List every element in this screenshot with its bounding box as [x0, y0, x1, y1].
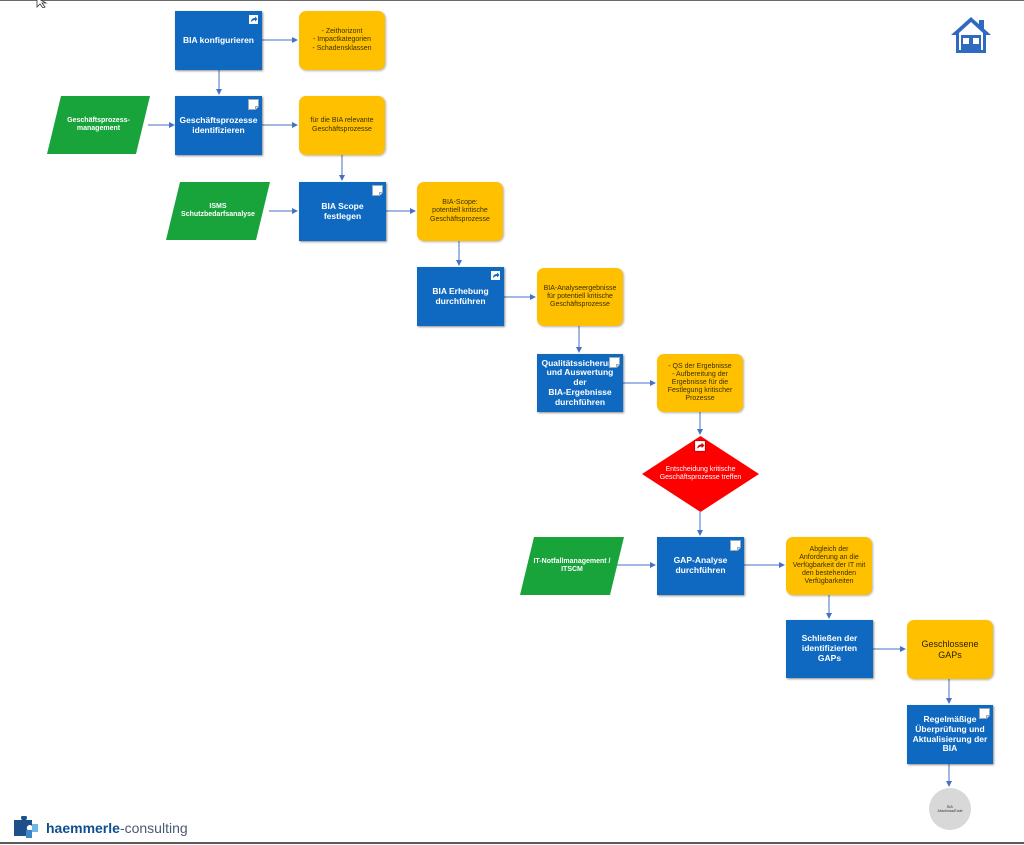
window-top-border — [0, 0, 1024, 1]
process-qualitaetssicherung[interactable]: Qualitätssicherung und Auswertung der BI… — [537, 354, 623, 412]
process-bia-erhebung-durchfuehren[interactable]: BIA Erhebung durchführen — [417, 267, 504, 326]
company-logo: haemmerle-consulting — [12, 815, 188, 841]
process-bia-konfigurieren[interactable]: BIA konfigurieren — [175, 11, 262, 70]
note-qs-ergebnisse: - QS der Ergebnisse - Aufbereitung der E… — [657, 354, 743, 412]
link-arrow-icon[interactable] — [248, 14, 259, 25]
note-bia-analyseergebnisse: BIA-Analyseergebnisse für potentiell kri… — [537, 268, 623, 326]
process-regelmaessige-ueberpruefung[interactable]: Regelmäßige Überprüfung und Aktualisieru… — [907, 705, 993, 764]
process-label: BIA Erhebung durchführen — [432, 285, 489, 306]
external-geschaeftsprozessmanagement[interactable]: Geschäftsprozess- management — [47, 96, 150, 154]
note-geschlossene-gaps: Geschlossene GAPs — [907, 620, 993, 679]
process-label: Qualitätssicherung und Auswertung der BI… — [541, 357, 619, 407]
note-relevante-geschaeftsprozesse: für die BIA relevante Geschäftsprozesse — [299, 96, 385, 155]
note-label: Geschlossene GAPs — [921, 639, 979, 660]
decision-kritische-geschaeftsprozesse[interactable]: Entscheidung kritische Geschäftsprozesse… — [642, 436, 759, 512]
note-label: für die BIA relevante Geschäftsprozesse — [310, 117, 374, 133]
process-geschaeftsprozesse-identifizieren[interactable]: Geschäftsprozesse identifizieren — [175, 96, 262, 155]
external-label: Geschäftsprozess- management — [67, 116, 130, 132]
document-icon[interactable] — [372, 185, 383, 196]
logo-suffix: -consulting — [119, 820, 188, 836]
puzzle-logo-icon — [14, 816, 38, 838]
end-event-label: BIA Abschluss/Ende — [937, 804, 963, 813]
note-label: - QS der Ergebnisse - Aufbereitung der E… — [667, 362, 733, 403]
logo-brand: haemmerle — [46, 820, 120, 836]
note-bia-scope: BIA-Scope: potentiell kritische Geschäft… — [417, 182, 503, 241]
process-label: BIA Scope festlegen — [321, 200, 364, 221]
process-label: Geschäftsprozesse identifizieren — [179, 114, 258, 135]
external-label: ISMS Schutzbedarfsanalyse — [181, 202, 255, 218]
logo-wordmark: haemmerle-consulting — [46, 820, 188, 836]
note-zeithorizont: - Zeithorizont - Impactkategorien - Scha… — [299, 11, 385, 70]
note-abgleich-verfuegbarkeit: Abgleich der Anforderung an die Verfügba… — [786, 537, 872, 595]
document-icon[interactable] — [248, 99, 259, 110]
parallelogram-shape — [520, 537, 624, 595]
decision-label: Entscheidung kritische Geschäftsprozesse… — [659, 465, 742, 481]
process-gap-analyse[interactable]: GAP-Analyse durchführen — [657, 537, 744, 595]
note-label: BIA-Scope: potentiell kritische Geschäft… — [430, 199, 490, 223]
link-arrow-icon[interactable] — [694, 440, 706, 452]
document-icon[interactable] — [730, 540, 741, 551]
mouse-cursor-icon — [36, 0, 48, 8]
process-label: BIA konfigurieren — [183, 34, 254, 45]
process-label: Schließen der identifizierten GAPs — [801, 633, 858, 663]
process-bia-scope-festlegen[interactable]: BIA Scope festlegen — [299, 182, 386, 241]
end-event[interactable]: BIA Abschluss/Ende — [929, 788, 971, 830]
home-icon[interactable] — [949, 15, 993, 55]
window-bottom-border — [0, 842, 1024, 844]
document-icon[interactable] — [609, 357, 620, 368]
note-label: - Zeithorizont - Impactkategorien - Scha… — [312, 28, 372, 52]
parallelogram-shape — [47, 96, 150, 154]
link-arrow-icon[interactable] — [490, 270, 501, 281]
external-isms-schutzbedarfsanalyse[interactable]: ISMS Schutzbedarfsanalyse — [166, 182, 270, 240]
process-label: Regelmäßige Überprüfung und Aktualisieru… — [912, 713, 988, 754]
external-it-notfallmanagement[interactable]: IT-Notfallmanagement / ITSCM — [520, 537, 624, 595]
process-schliessen-gaps[interactable]: Schließen der identifizierten GAPs — [786, 620, 873, 678]
process-label: GAP-Analyse durchführen — [673, 555, 728, 575]
diamond-shape — [642, 436, 759, 512]
note-label: Abgleich der Anforderung an die Verfügba… — [792, 545, 866, 586]
document-icon[interactable] — [979, 708, 990, 719]
note-label: BIA-Analyseergebnisse für potentiell kri… — [543, 284, 617, 309]
parallelogram-shape — [166, 182, 270, 240]
external-label: IT-Notfallmanagement / ITSCM — [533, 557, 611, 573]
